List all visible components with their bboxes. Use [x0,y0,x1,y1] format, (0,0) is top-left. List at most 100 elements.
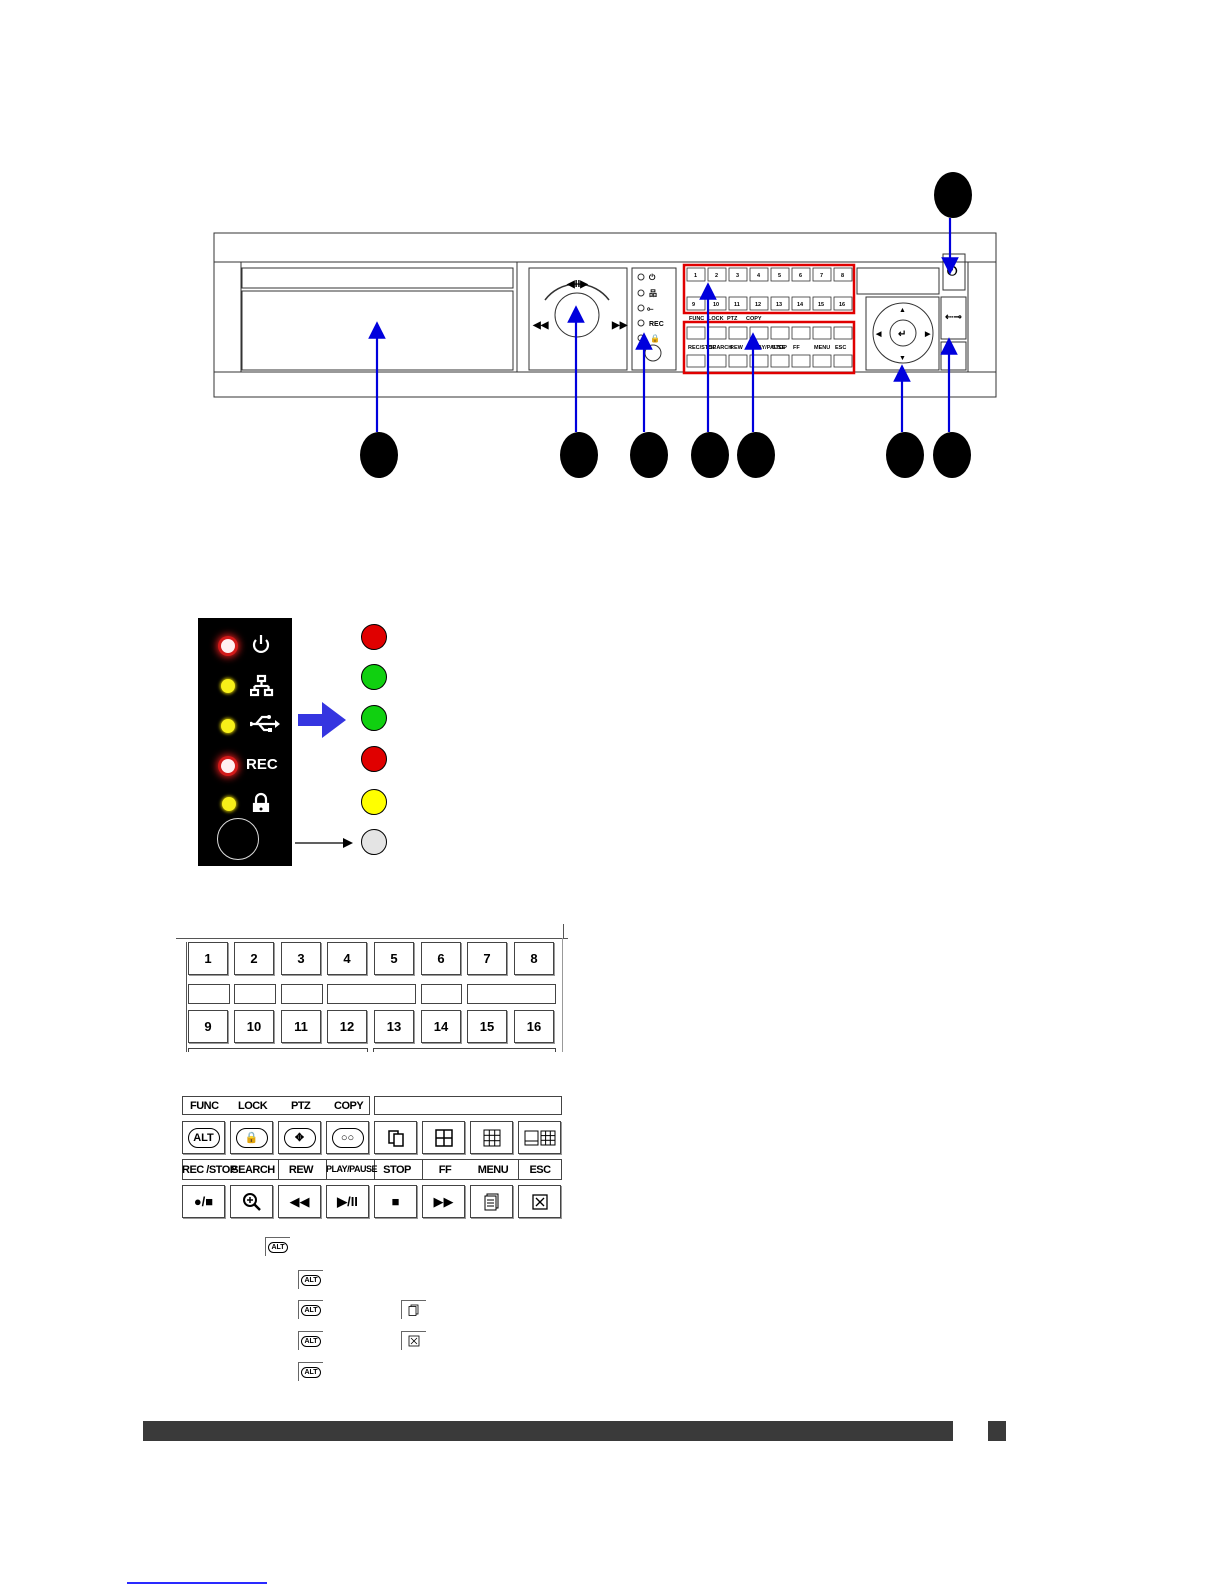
mini-channel-key[interactable] [812,267,832,282]
rec-stop-key[interactable]: ●/■ [182,1185,225,1218]
alt-ref-icon: ALT [265,1237,290,1256]
channel-key-5[interactable]: 5 [374,942,414,975]
channel-key-13[interactable]: 13 [374,1010,414,1043]
key-label-blank [421,984,462,1004]
mini-control-label: PLAY/PAUSE [751,345,786,351]
channel-key-15[interactable]: 15 [467,1010,507,1043]
mini-channel-key[interactable] [833,267,853,282]
stop-label: STOP [383,1164,411,1176]
footer-link-underline [127,1582,267,1584]
mini-control-key[interactable] [812,354,832,368]
mini-function-key[interactable] [686,326,706,340]
channel-key-16[interactable]: 16 [514,1010,554,1043]
esc-key[interactable] [518,1185,561,1218]
key-label-blank [373,1048,556,1052]
dvr-front-panel: ◀II▶ ◀◀ ▶▶ ⏻ 品 ⟜ REC 🔒 19REC/STOP210SEAR… [213,218,997,432]
channel-key-10[interactable]: 10 [234,1010,274,1043]
channel-key-4[interactable]: 4 [327,942,367,975]
mini-function-key[interactable] [749,326,769,340]
mini-control-key[interactable] [791,354,811,368]
mini-control-label: REC/STOP [688,345,716,351]
svg-text:品: 品 [649,289,657,298]
mini-channel-key[interactable] [686,296,706,311]
nine-view-key[interactable] [470,1121,513,1154]
blue-arrow-icon [298,702,346,738]
mini-control-key[interactable] [728,354,748,368]
mini-function-key[interactable] [770,326,790,340]
mini-function-key[interactable] [707,326,727,340]
lock-button[interactable] [217,818,259,860]
mini-control-key[interactable] [749,354,769,368]
stop-key[interactable]: ■ [374,1185,417,1218]
channel-key-6[interactable]: 6 [421,942,461,975]
mini-channel-key[interactable] [833,296,853,311]
esc-label: ESC [529,1164,551,1176]
func-tab-label: FUNC [190,1100,219,1112]
channel-key-12[interactable]: 12 [327,1010,367,1043]
menu-key[interactable] [470,1185,513,1218]
power-led [221,639,235,653]
rewind-key[interactable]: ◀◀ [278,1185,321,1218]
esc-ref-icon [401,1331,426,1350]
usb-led [221,719,235,733]
mini-channel-key[interactable] [770,267,790,282]
channel-key-2[interactable]: 2 [234,942,274,975]
mini-channel-key-label: 12 [755,302,761,308]
copy-key[interactable]: ○○ [326,1121,369,1154]
mini-control-key[interactable] [686,354,706,368]
mini-control-key[interactable] [833,354,853,368]
lock-color-dot [361,789,387,815]
alt-key[interactable]: ALT [182,1121,225,1154]
rec-led [221,759,235,773]
mini-channel-key[interactable] [770,296,790,311]
mini-control-key[interactable] [770,354,790,368]
channel-key-14[interactable]: 14 [421,1010,461,1043]
mini-channel-key[interactable] [728,267,748,282]
mini-control-key[interactable] [707,354,727,368]
channel-key-11[interactable]: 11 [281,1010,321,1043]
alt-ref-icon: ALT [298,1362,323,1381]
mini-channel-key[interactable] [728,296,748,311]
quad-view-key[interactable] [422,1121,465,1154]
channel-key-7[interactable]: 7 [467,942,507,975]
lock-key[interactable]: 🔒 [230,1121,273,1154]
mini-function-tab-label: COPY [746,316,762,322]
svg-text:🔒: 🔒 [650,334,660,343]
copy-tab-label: COPY [334,1100,364,1112]
mini-channel-key[interactable] [791,267,811,282]
panel-rec-label: REC [649,321,664,328]
play-pause-key[interactable]: ▶/II [326,1185,369,1218]
mini-function-key[interactable] [812,326,832,340]
mini-function-key[interactable] [791,326,811,340]
search-icon [242,1192,261,1211]
quad-view-icon [434,1128,453,1147]
sequence-key[interactable] [374,1121,417,1154]
channel-key-3[interactable]: 3 [281,942,321,975]
mini-channel-key-label: 10 [713,302,719,308]
fast-forward-key[interactable]: ▶▶ [422,1185,465,1218]
mini-channel-key[interactable] [749,296,769,311]
channel-key-8[interactable]: 8 [514,942,554,975]
mini-channel-key[interactable] [791,296,811,311]
mini-channel-key[interactable] [812,296,832,311]
mini-channel-key-label: 16 [839,302,845,308]
mini-control-label: REW [730,345,744,351]
mini-channel-key[interactable] [749,267,769,282]
channel-key-9[interactable]: 9 [188,1010,228,1043]
mini-control-label: MENU [814,345,830,351]
mini-channel-key[interactable] [686,267,706,282]
arrow-right-icon [295,838,353,848]
multi-view-key[interactable] [518,1121,561,1154]
mini-function-key[interactable] [728,326,748,340]
mini-channel-key[interactable] [707,267,727,282]
search-key[interactable] [230,1185,273,1218]
svg-text:◀II▶: ◀II▶ [566,279,589,290]
alt-ref-icon: ALT [298,1331,323,1350]
channel-key-1[interactable]: 1 [188,942,228,975]
mini-channel-key-label: 6 [799,273,802,279]
mini-control-label: SEARCH [709,345,732,351]
ptz-key[interactable]: ✥ [278,1121,321,1154]
mini-function-key[interactable] [833,326,853,340]
key-label-blank [188,1048,368,1052]
